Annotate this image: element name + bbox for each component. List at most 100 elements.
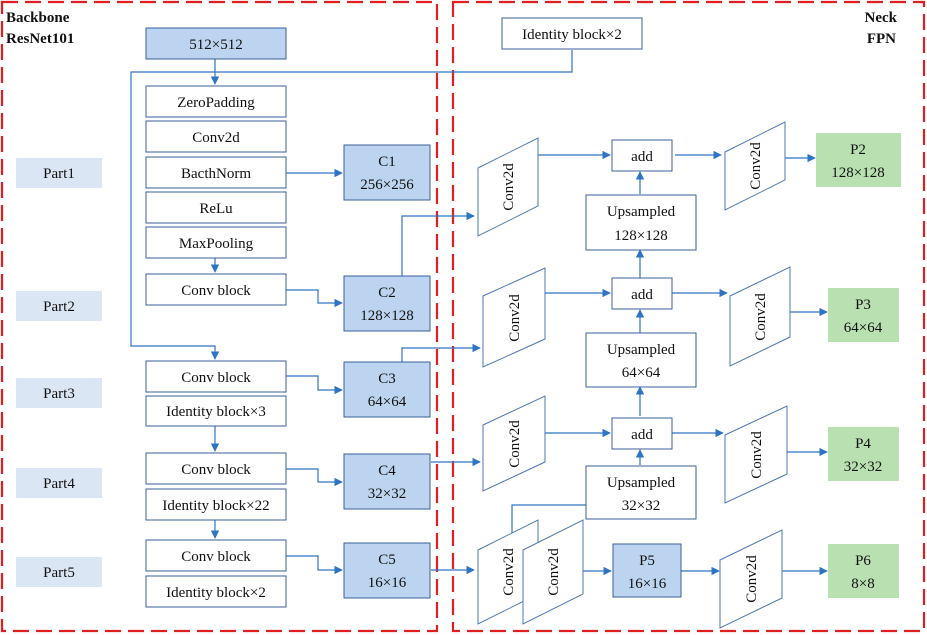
p3-size: 64×64 — [844, 320, 883, 336]
batchnorm-label: BacthNorm — [181, 166, 251, 182]
conv2d-p2-out-label: Conv2d — [748, 142, 764, 190]
upsampled-64-title: Upsampled — [607, 342, 676, 358]
add-p4-box — [611, 417, 673, 450]
part3-label: Part3 — [43, 386, 75, 402]
maxpooling-box — [145, 226, 287, 259]
c1-box — [343, 144, 431, 201]
input-size-label: 512×512 — [189, 37, 242, 53]
conv2d-p4-out — [724, 405, 788, 504]
zeropadding-label: ZeroPadding — [177, 95, 255, 111]
upsampled-64-box — [585, 332, 697, 388]
conv2d-p4-out-label: Conv2d — [749, 431, 765, 479]
p6-name: P6 — [855, 553, 871, 569]
conv2d-c4-lateral-label: Conv2d — [507, 420, 523, 468]
add-p4-label: add — [631, 427, 653, 443]
p6-box — [828, 544, 899, 598]
identity-x22-box — [145, 488, 287, 521]
conv2d-p3-out — [729, 266, 791, 367]
part3-box — [16, 378, 102, 408]
part1-box — [16, 158, 102, 188]
add-p2-label: add — [631, 149, 653, 165]
upsampled-128-title: Upsampled — [607, 204, 676, 220]
conv2d-stem-box — [145, 120, 287, 153]
conv-block-part4-box — [145, 452, 287, 485]
p3-name: P3 — [855, 297, 871, 313]
add-p2-box — [611, 139, 673, 172]
c2-box — [343, 275, 431, 332]
part1-label: Part1 — [43, 166, 75, 182]
upsampled-128-size: 128×128 — [614, 228, 667, 244]
p3-box — [828, 288, 899, 342]
p4-name: P4 — [855, 436, 871, 452]
backbone-subtitle: ResNet101 — [6, 31, 74, 47]
conv2d-c5-b-label: Conv2d — [546, 548, 562, 596]
p4-size: 32×32 — [844, 459, 882, 475]
p5-box — [612, 543, 682, 598]
conv2d-p6-out — [719, 529, 783, 629]
conv-block-part2-box — [145, 273, 287, 306]
part2-box — [16, 291, 102, 321]
p6-size: 8×8 — [851, 576, 874, 592]
c4-name: C4 — [378, 463, 396, 479]
identity-top-label: Identity block×2 — [522, 27, 622, 43]
c1-size: 256×256 — [360, 177, 414, 193]
c3-name: C3 — [378, 371, 396, 387]
conv2d-c3-lateral-label: Conv2d — [507, 294, 523, 342]
add-p3-label: add — [631, 287, 653, 303]
part4-label: Part4 — [43, 476, 75, 492]
upsampled-32-box — [585, 465, 697, 520]
connectors — [130, 50, 828, 576]
identity-x2-box — [145, 575, 287, 608]
part4-box — [16, 468, 102, 498]
neck-region — [451, 0, 926, 633]
c3-size: 64×64 — [368, 394, 407, 410]
c1-name: C1 — [378, 154, 396, 170]
c4-size: 32×32 — [368, 486, 406, 502]
p2-box — [816, 133, 901, 187]
batchnorm-box — [145, 156, 287, 189]
upsampled-64-size: 64×64 — [622, 365, 661, 381]
conv2d-c3-lateral — [482, 267, 546, 368]
part2-label: Part2 — [43, 299, 75, 315]
part5-box — [16, 557, 102, 587]
p2-size: 128×128 — [831, 165, 884, 181]
identity-top-box — [501, 17, 643, 50]
conv-block-part3-box — [145, 360, 287, 393]
c5-name: C5 — [378, 552, 396, 568]
identity-x22-label: Identity block×22 — [162, 498, 269, 514]
backbone-region — [0, 0, 439, 633]
conv2d-c2-lateral-label: Conv2d — [501, 163, 517, 211]
relu-label: ReLu — [199, 201, 233, 217]
upsampled-32-title: Upsampled — [607, 475, 676, 491]
conv-block-part5-box — [145, 539, 287, 572]
conv2d-c5-b — [522, 519, 584, 625]
conv2d-c4-lateral — [482, 395, 546, 492]
p2-name: P2 — [850, 142, 866, 158]
neck-title: Neck — [865, 10, 898, 26]
add-p3-box — [611, 277, 673, 310]
p5-size: 16×16 — [628, 576, 667, 592]
conv2d-c5-a-label: Conv2d — [501, 548, 517, 596]
identity-x3-box — [145, 395, 287, 427]
conv2d-stem-label: Conv2d — [192, 130, 240, 146]
c2-size: 128×128 — [360, 308, 413, 324]
conv-block-part2-label: Conv block — [181, 283, 251, 299]
c5-box — [343, 542, 431, 599]
maxpooling-label: MaxPooling — [179, 236, 254, 252]
conv2d-c2-lateral — [477, 137, 539, 237]
backbone-title: Backbone — [6, 10, 70, 26]
neck-subtitle: FPN — [867, 31, 896, 47]
upsampled-128-box — [585, 194, 697, 251]
upsampled-32-size: 32×32 — [622, 498, 660, 514]
zeropadding-box — [145, 85, 287, 118]
conv2d-p6-out-label: Conv2d — [744, 555, 760, 603]
p4-box — [828, 427, 899, 481]
c2-name: C2 — [378, 285, 396, 301]
input-size-box — [145, 27, 287, 60]
conv-block-part3-label: Conv block — [181, 370, 251, 386]
relu-box — [145, 191, 287, 224]
identity-x2-label: Identity block×2 — [166, 585, 266, 601]
conv-block-part4-label: Conv block — [181, 462, 251, 478]
c5-size: 16×16 — [368, 575, 407, 591]
